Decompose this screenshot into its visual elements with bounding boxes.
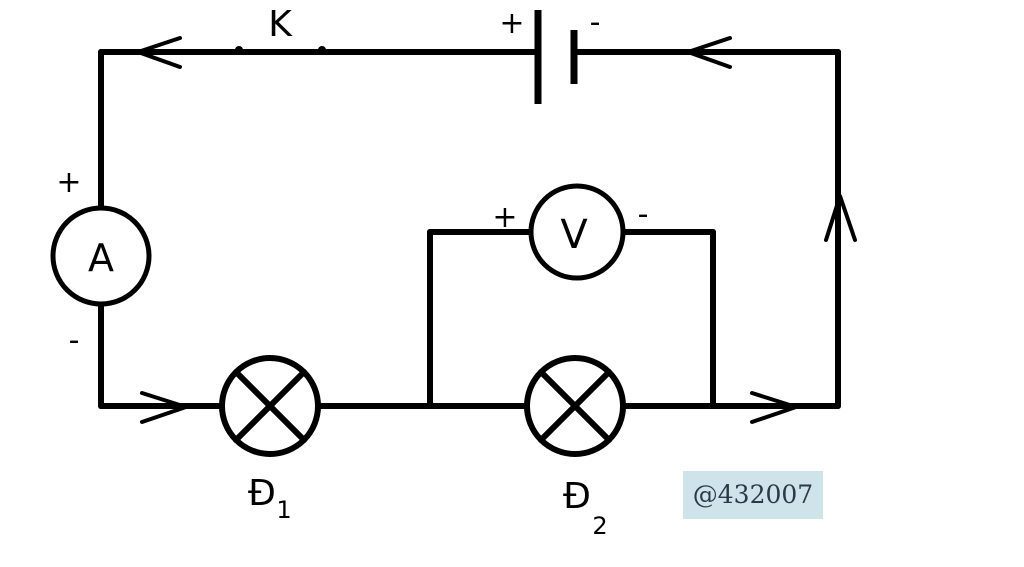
battery <box>534 10 578 104</box>
lamp-1-label-main: Đ <box>248 473 276 514</box>
ammeter-plus-sign: + <box>56 165 81 200</box>
arrow-bottom-left-icon <box>140 391 188 424</box>
lamp-2-label-subscript: 2 <box>592 512 607 540</box>
main-circuit-wires <box>98 49 841 409</box>
watermark-text: @432007 <box>693 480 813 509</box>
switch-k <box>235 46 326 54</box>
battery-minus-sign: - <box>590 5 601 40</box>
watermark-background <box>683 471 823 519</box>
switch-contact-right <box>318 46 326 54</box>
lamp-2-label-main: Đ <box>563 476 591 517</box>
voltmeter-symbol: V <box>560 212 588 258</box>
arrow-bottom-right-icon <box>750 391 798 424</box>
switch-contact-left <box>235 46 243 54</box>
watermark: @432007 <box>683 471 823 519</box>
arrow-top-right-icon <box>686 36 732 69</box>
ammeter-minus-sign: - <box>69 323 80 358</box>
voltmeter-minus-sign: - <box>638 197 649 232</box>
battery-plus-sign: + <box>499 6 524 41</box>
arrow-right-up-icon <box>824 194 857 242</box>
ammeter <box>50 205 152 307</box>
ammeter-symbol: A <box>88 236 114 280</box>
voltmeter-plus-sign: + <box>492 200 517 235</box>
lamp-1 <box>219 355 321 457</box>
voltmeter-body <box>528 183 626 281</box>
switch-label: K <box>268 4 293 45</box>
arrow-top-left-icon <box>136 36 182 69</box>
voltmeter-branch-wires <box>427 229 716 409</box>
lamp-2-label: Đ <box>563 476 591 517</box>
ammeter-body <box>50 205 152 307</box>
voltmeter <box>528 183 626 281</box>
lamp-2-cross-2 <box>538 369 612 443</box>
lamp-1-label: Đ <box>248 473 276 514</box>
lamp-1-label-subscript: 1 <box>276 496 291 524</box>
lamp-2 <box>524 355 626 457</box>
lamp-1-cross-2 <box>233 369 307 443</box>
